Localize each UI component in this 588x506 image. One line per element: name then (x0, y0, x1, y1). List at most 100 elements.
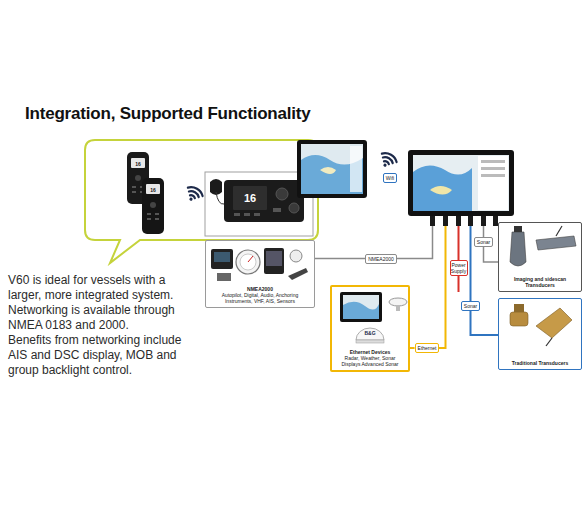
device-box: NMEA2000Autopilot, Digital, Audio, Ancho… (205, 240, 315, 308)
illustration-part (248, 256, 253, 262)
cable-label: Wifi (383, 173, 397, 183)
illustration-part (289, 203, 299, 213)
illustration-part (470, 226, 472, 306)
ethernet-devices (340, 292, 407, 343)
illustration-part (233, 186, 267, 210)
illustration-part (408, 150, 514, 216)
handset (142, 178, 164, 234)
brand-logo: B&G (364, 330, 375, 336)
nmea-devices (211, 248, 308, 281)
illustration-part (514, 226, 522, 232)
illustration-part (211, 249, 233, 269)
node-heading: Imaging and sidescan Transducers (499, 276, 581, 288)
illustration-part (290, 250, 302, 262)
node-heading: Ethernet Devices (347, 349, 394, 355)
device-box: Imaging and sidescan Transducers (498, 222, 582, 292)
illustration-part (443, 216, 448, 226)
cable-connector (484, 247, 499, 262)
illustration-part (383, 163, 387, 167)
illustration-part (413, 165, 472, 211)
illustration-part (273, 208, 281, 212)
illustration-part (146, 184, 160, 194)
illustration-part (224, 180, 304, 222)
illustration-part (536, 308, 572, 338)
illustration-part (413, 155, 509, 211)
illustration-part (389, 298, 407, 306)
node-heading: Ethernet (418, 345, 437, 351)
illustration-part (188, 185, 204, 197)
illustration-part (266, 251, 282, 266)
node-body: Radar, Weather, Sonar Displays Advanced … (332, 355, 408, 367)
vhf-radio (205, 172, 313, 236)
cable-label: Ethernet (415, 343, 440, 353)
illustration-part (189, 197, 193, 201)
illustration-part (288, 268, 308, 280)
illustration-part (240, 254, 256, 270)
node-heading: Sonar (477, 239, 490, 245)
illustration-part (382, 151, 398, 163)
illustration-part (536, 236, 576, 250)
diagram-title: Integration, Supported Functionality (25, 104, 311, 124)
chartplotter (408, 150, 514, 216)
illustration-part (468, 216, 473, 226)
tablet (297, 140, 367, 198)
traditional-transducers (510, 304, 572, 346)
cable-plugs (430, 216, 498, 226)
illustration-part (481, 216, 486, 226)
illustration-part (264, 248, 284, 274)
illustration-part (244, 213, 250, 216)
illustration-part (340, 292, 382, 322)
cable-connector (410, 347, 415, 349)
channel-number: 16 (135, 161, 141, 167)
device-box: Traditional Transducers (498, 298, 582, 370)
illustration-part (456, 216, 461, 226)
illustration-part (132, 191, 136, 193)
illustration-part (297, 140, 367, 198)
cable-connector (315, 258, 365, 260)
illustration-part (510, 312, 528, 326)
illustration-part (135, 175, 141, 181)
illustration-part (481, 167, 505, 170)
device-box: Ethernet DevicesRadar, Weather, Sonar Di… (330, 285, 410, 372)
illustration-part (481, 160, 505, 163)
illustration-part (147, 218, 151, 220)
imaging-transducers (510, 226, 576, 266)
illustration-part (478, 156, 508, 210)
cable-label: Power Supply (450, 260, 468, 276)
illustration-part (190, 194, 195, 198)
cable-connector (471, 311, 499, 335)
illustration-part (481, 174, 505, 177)
illustration-part (217, 273, 231, 281)
illustration-part (131, 158, 145, 168)
illustration-part (132, 186, 136, 188)
illustration-part (546, 338, 552, 346)
cables (381, 226, 484, 348)
cable-label: Sonar (474, 237, 493, 247)
illustration-part (514, 304, 524, 312)
illustration-part (430, 186, 452, 195)
node-heading: Power Supply (451, 262, 466, 274)
illustration-part (350, 146, 362, 192)
node-heading: NMEA2000 (244, 286, 276, 292)
illustration-part (155, 218, 159, 220)
illustration-part (556, 226, 562, 236)
node-heading: Wifi (386, 175, 394, 181)
illustration-part (320, 167, 336, 174)
illustration-part (142, 178, 164, 234)
illustration-part (343, 302, 379, 319)
illustration-part (276, 188, 288, 200)
description-text: V60 is ideal for vessels with a larger, … (8, 273, 190, 378)
callout-bubble (85, 140, 318, 263)
illustration-part (150, 202, 156, 208)
wifi-symbol (377, 151, 399, 171)
illustration-part (356, 340, 384, 343)
illustration-part (458, 226, 460, 292)
illustration-part (155, 213, 159, 215)
description-paragraph: Networking is available through NMEA 018… (8, 303, 190, 333)
illustration-part (396, 305, 400, 311)
channel-number: 16 (244, 192, 256, 204)
